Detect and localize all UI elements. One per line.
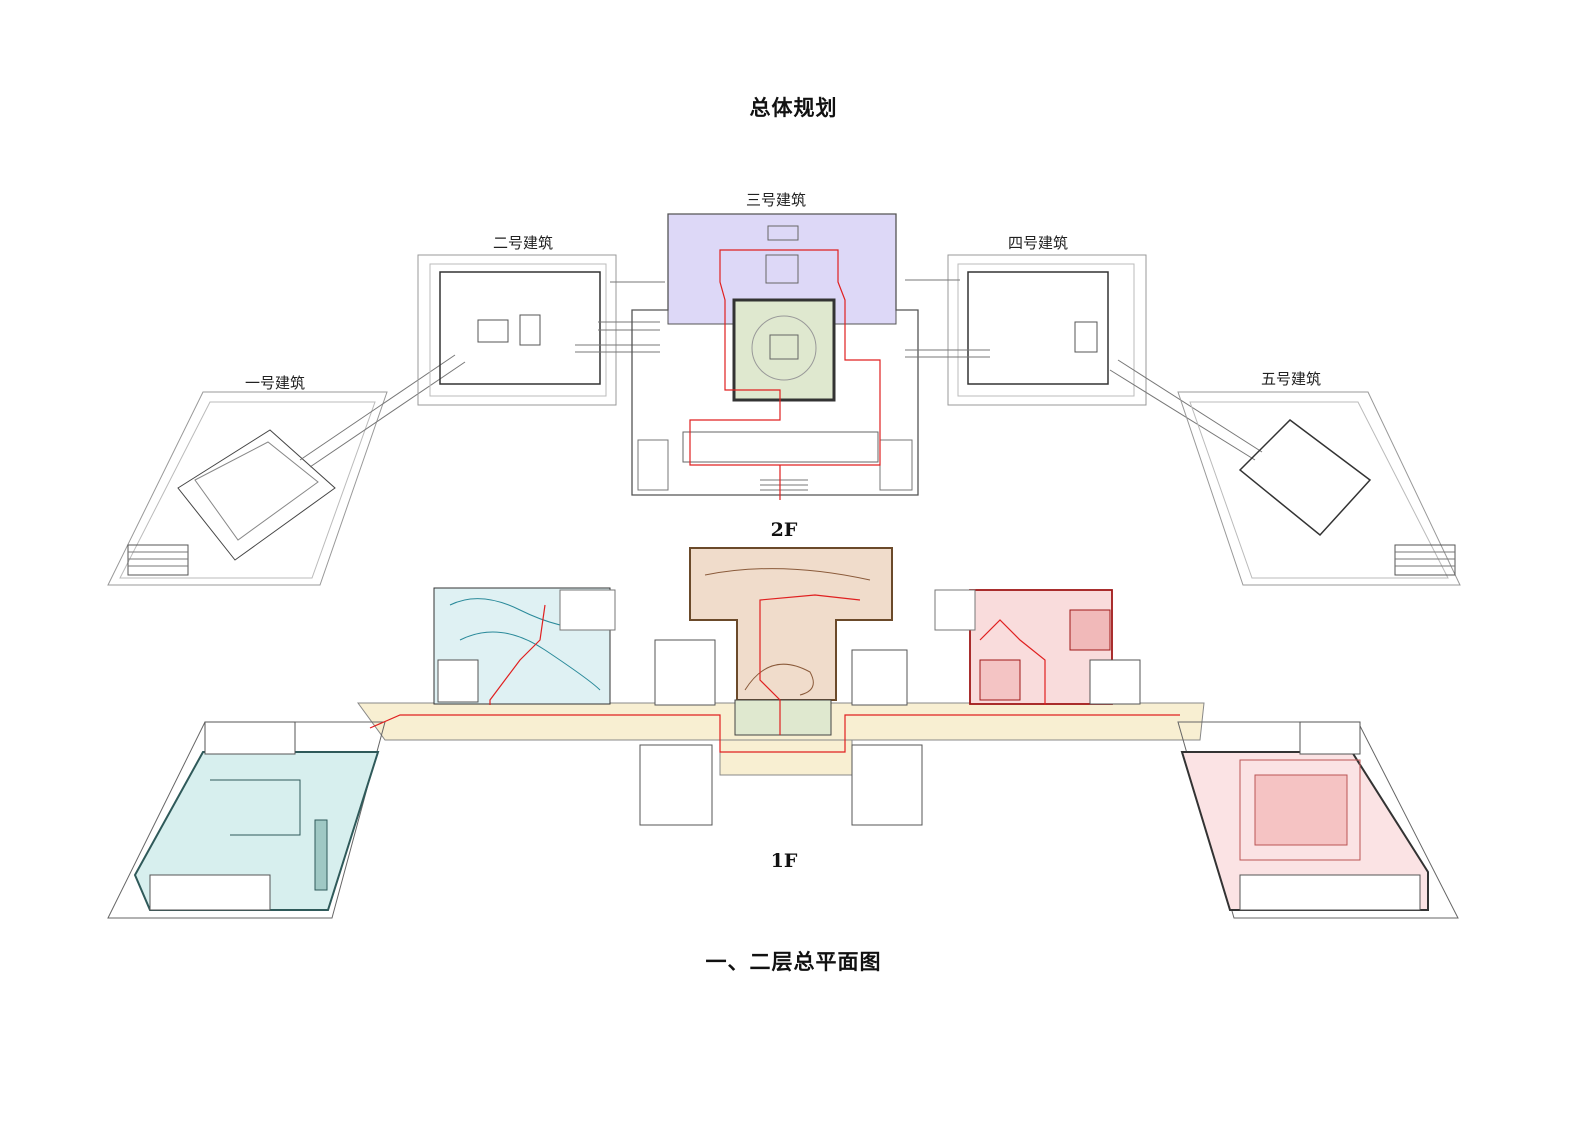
building-5-2f-plan: [1177, 391, 1461, 586]
bridge-1-2: [299, 354, 466, 468]
building-4-1f-plan: [934, 589, 1141, 705]
plan-caption: 一、二层总平面图: [705, 949, 882, 974]
building-2-2f-plan: [417, 254, 665, 406]
floor-label-2f: 2F: [770, 519, 798, 541]
building-2-label: 二号建筑: [493, 234, 554, 252]
building-3-2f-plan: [631, 213, 919, 496]
visit-route-1f: [369, 714, 1180, 753]
building-3-1f-plan: [639, 547, 923, 826]
building-1-label: 一号建筑: [245, 374, 306, 392]
building-5-label: 五号建筑: [1261, 370, 1322, 388]
page-title: 总体规划: [749, 95, 838, 120]
visit-route-2f: [689, 249, 881, 500]
floor-label-1f: 1F: [770, 850, 798, 872]
building-4-2f-plan: [905, 254, 1147, 406]
bridge-4-5: [1109, 359, 1263, 461]
corridor-entrance-1f: [719, 739, 853, 776]
building-4-label: 四号建筑: [1008, 234, 1069, 252]
building-3-label: 三号建筑: [746, 191, 807, 209]
building-1-1f-plan: [107, 721, 386, 919]
building-2-1f-plan: [433, 587, 616, 705]
building-5-1f-plan: [1177, 721, 1459, 919]
building-1-2f-plan: [107, 391, 388, 586]
